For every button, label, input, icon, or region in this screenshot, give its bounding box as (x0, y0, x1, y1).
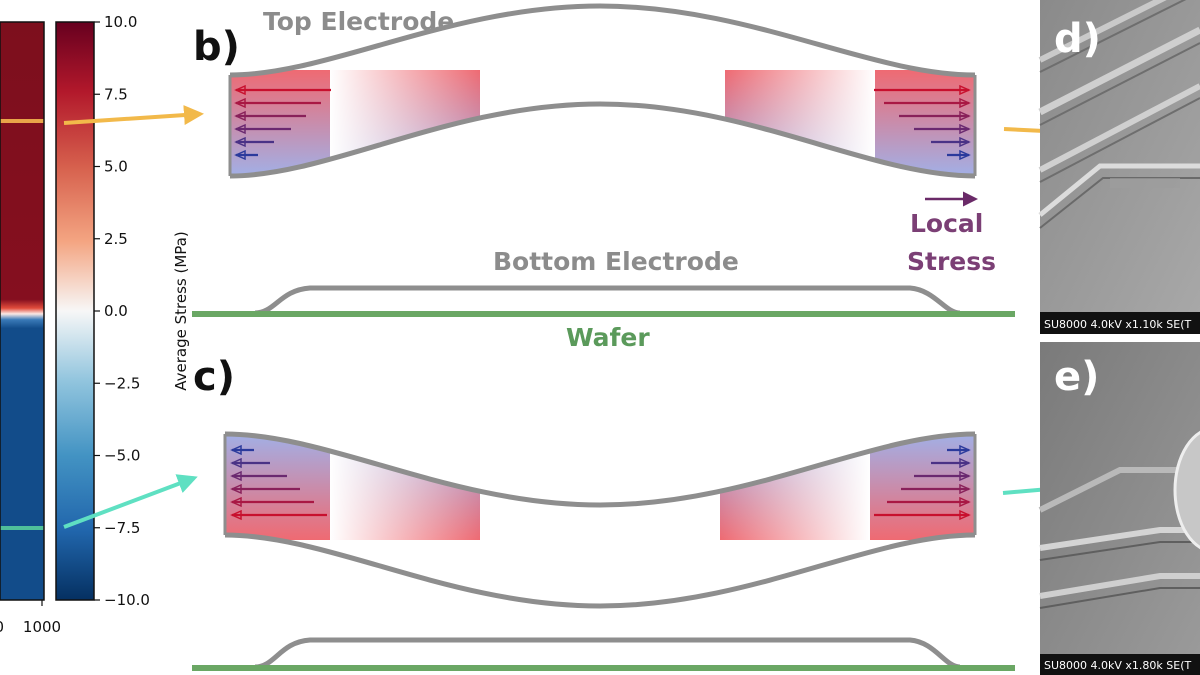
panel-b-label: b) (193, 24, 240, 70)
stress-arrow-head (230, 496, 242, 508)
panel-c-bottom-electrode (254, 637, 961, 670)
panel-d-caption: SU8000 4.0kV x1.10k SE(T (1044, 318, 1192, 331)
stress-arrow-head (230, 457, 242, 469)
stress-arrow-head (234, 136, 246, 148)
panel-d-label: d) (1054, 16, 1101, 62)
panel-b-right-stress-arrows (874, 84, 971, 161)
panel-c-bottom-surface (224, 532, 976, 609)
panel-c-stress-fill (225, 434, 975, 606)
panel-c-top-surface (224, 431, 976, 508)
stress-arrow-head (959, 444, 971, 456)
stress-arrow-head (959, 496, 971, 508)
stress-arrow-head (959, 470, 971, 482)
colorbar-ticks: 10.0 7.5 5.0 2.5 0.0 −2.5 −5.0 −7.5 −10.0 (94, 13, 150, 609)
colorbar-gradient (55, 21, 95, 601)
panel-e-label: e) (1054, 354, 1099, 400)
stress-arrow-head (230, 444, 242, 456)
stress-arrow-head (234, 84, 246, 96)
panel-e-caption: SU8000 4.0kV x1.80k SE(T (1044, 659, 1192, 672)
panel-b-top-surface (229, 3, 976, 78)
stress-arrow-head (234, 97, 246, 109)
colorbar-tick-label: 7.5 (104, 85, 128, 103)
panel-c: c) (192, 354, 1015, 671)
panel-b-bottom-electrode (254, 285, 961, 316)
bottom-electrode-label: Bottom Electrode (493, 247, 739, 276)
stress-arrow-head (959, 483, 971, 495)
stress-arrow-head (959, 84, 971, 96)
panel-b-bottom-surface (229, 101, 976, 179)
colorbar-tick-label: 0.0 (104, 302, 128, 320)
stress-arrow-head (959, 136, 971, 148)
wafer-label: Wafer (566, 323, 650, 352)
stress-arrow-head (959, 123, 971, 135)
stress-arrow-head (959, 97, 971, 109)
stress-arrow-head (959, 149, 971, 161)
colorbar-tick-label: −10.0 (104, 591, 150, 609)
stress-arrow-head (230, 483, 242, 495)
panel-b-left-stress-arrows (234, 84, 331, 161)
stress-arrow-head (234, 110, 246, 122)
stress-arrow-head (230, 470, 242, 482)
panel-b: b) Top Electrode Local Stress Bottom Ele… (192, 3, 1015, 352)
legend-stress: Stress (907, 247, 996, 276)
colorbar-tick-label: −7.5 (104, 519, 140, 537)
stress-arrow-head (234, 123, 246, 135)
colorbar: 10.0 7.5 5.0 2.5 0.0 −2.5 −5.0 −7.5 −10.0 Averag… (55, 13, 190, 609)
panel-e-sem-image: SU8000 4.0kV x1.80k SE(T e) (1038, 342, 1200, 675)
panel-c-left-stress-arrows (230, 444, 327, 521)
stress-map-image (0, 22, 44, 600)
x-tick-1000: 1000 (23, 618, 61, 636)
x-tick-0: 0 (0, 618, 4, 636)
stress-arrow-head (230, 509, 242, 521)
panel-c-label: c) (193, 354, 235, 400)
colorbar-tick-label: −5.0 (104, 447, 140, 465)
stress-arrow-head (959, 110, 971, 122)
arrow-right-icon (63, 474, 198, 529)
colorbar-tick-label: 5.0 (104, 158, 128, 176)
colorbar-label: Average Stress (MPa) (172, 231, 190, 390)
arrow-right-icon (63, 105, 204, 126)
panel-c-right-stress-arrows (874, 444, 971, 521)
stress-map: 0 1000 (0, 21, 61, 636)
panel-d-sem-image: SU8000 4.0kV x1.10k SE(T d) (1038, 0, 1200, 334)
stress-arrow-head (959, 509, 971, 521)
stress-arrow-head (959, 457, 971, 469)
colorbar-tick-label: 2.5 (104, 230, 128, 248)
stress-arrow-head (234, 149, 246, 161)
legend-local: Local (910, 209, 983, 238)
colorbar-tick-label: −2.5 (104, 374, 140, 392)
colorbar-tick-label: 10.0 (104, 13, 137, 31)
